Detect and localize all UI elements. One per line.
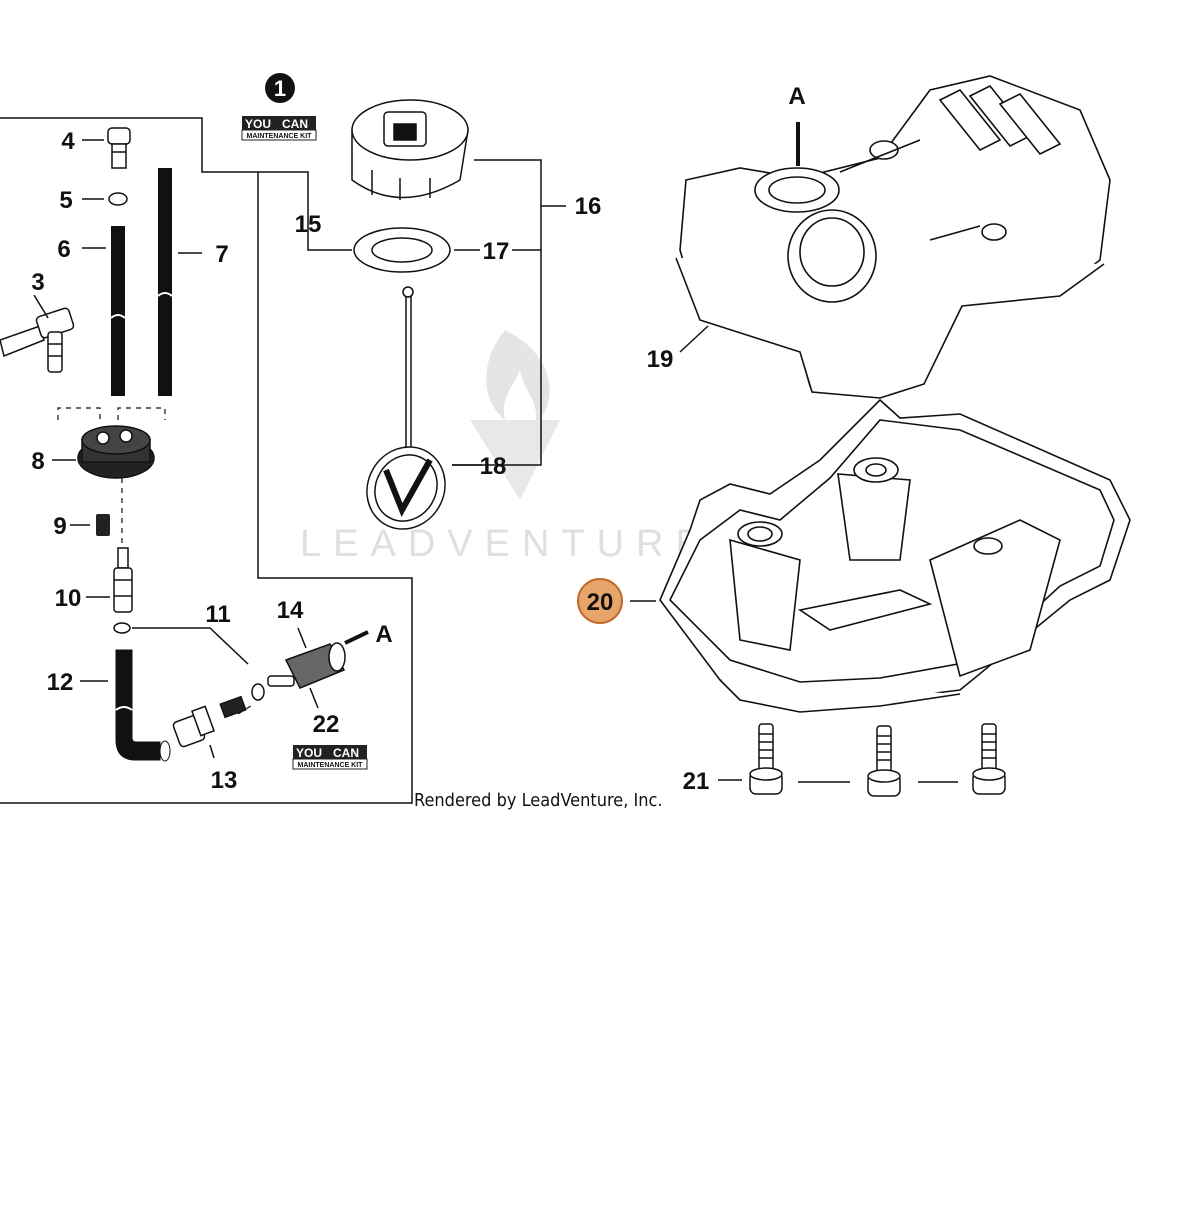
part-21-screws (749, 723, 1006, 797)
part-13-connector (172, 695, 247, 748)
screw-2 (867, 725, 901, 797)
part-17-gasket (353, 227, 451, 273)
arrow-to-a (344, 630, 369, 645)
label-1: 1 (274, 76, 286, 101)
kit-marker-1: 1 (265, 73, 295, 103)
part-11b-o-ring (251, 683, 265, 701)
label-22[interactable]: 22 (313, 711, 340, 738)
render-credit: Rendered by LeadVenture, Inc. (414, 790, 663, 811)
svg-text:YOU: YOU (245, 117, 271, 131)
part-18-strainer (366, 286, 446, 530)
label-17[interactable]: 17 (483, 238, 510, 265)
label-8[interactable]: 8 (31, 448, 44, 475)
label-12[interactable]: 12 (47, 669, 74, 696)
svg-text:CAN: CAN (282, 117, 308, 131)
part-7-hose (157, 168, 173, 396)
bracket-lines (0, 117, 566, 804)
part-4-fitting (107, 127, 131, 169)
part-11-o-ring (113, 622, 131, 634)
maintenance-kit-badge-top: YOU CAN MAINTENANCE KIT (241, 116, 317, 141)
part-14-inline-filter (267, 642, 346, 689)
label-10[interactable]: 10 (55, 585, 82, 612)
part-3-elbow (0, 307, 75, 373)
watermark: LEADVENTURE (300, 330, 713, 565)
part-9-filter (96, 514, 110, 536)
part-10-barb (113, 547, 133, 613)
label-3[interactable]: 3 (31, 269, 44, 296)
part-12-hose (115, 649, 171, 762)
part-5-o-ring (108, 192, 128, 206)
label-16[interactable]: 16 (575, 193, 602, 220)
callout-labels: 4 5 6 7 3 8 9 10 11 12 13 14 22 15 16 17… (31, 83, 805, 795)
screw-1 (749, 723, 783, 795)
watermark-text: LEADVENTURE (300, 523, 713, 565)
label-14[interactable]: 14 (277, 597, 304, 624)
screw-3 (972, 723, 1006, 795)
part-8-grommet (77, 425, 155, 479)
label-6[interactable]: 6 (57, 236, 70, 263)
label-a-top: A (788, 83, 805, 110)
svg-text:MAINTENANCE KIT: MAINTENANCE KIT (247, 133, 313, 140)
watermark-v-icon (470, 420, 560, 500)
label-19[interactable]: 19 (647, 346, 674, 373)
label-13[interactable]: 13 (211, 767, 238, 794)
part-20-tank-lower (659, 398, 1131, 713)
label-11[interactable]: 11 (205, 601, 230, 628)
label-7[interactable]: 7 (215, 241, 228, 268)
label-21[interactable]: 21 (683, 768, 710, 795)
leader-lines-right (452, 325, 958, 783)
label-a-right: A (375, 621, 392, 648)
maintenance-kit-badge-bottom: YOU CAN MAINTENANCE KIT (292, 745, 368, 770)
label-18[interactable]: 18 (480, 453, 507, 480)
label-4[interactable]: 4 (61, 128, 75, 155)
part-19-tank-upper (675, 75, 1111, 399)
part-16-fuel-cap (351, 99, 469, 200)
part-6-hose (110, 226, 126, 396)
watermark-flame-icon (486, 330, 550, 425)
svg-text:MAINTENANCE KIT: MAINTENANCE KIT (298, 762, 364, 769)
highlight-20[interactable] (577, 578, 623, 624)
label-20[interactable]: 20 (587, 589, 614, 616)
svg-text:YOU: YOU (296, 746, 322, 760)
label-15[interactable]: 15 (295, 211, 322, 238)
svg-text:CAN: CAN (333, 746, 359, 760)
label-5[interactable]: 5 (59, 187, 72, 214)
dashed-guides (57, 407, 255, 715)
label-9[interactable]: 9 (53, 513, 66, 540)
leader-lines (33, 139, 319, 759)
